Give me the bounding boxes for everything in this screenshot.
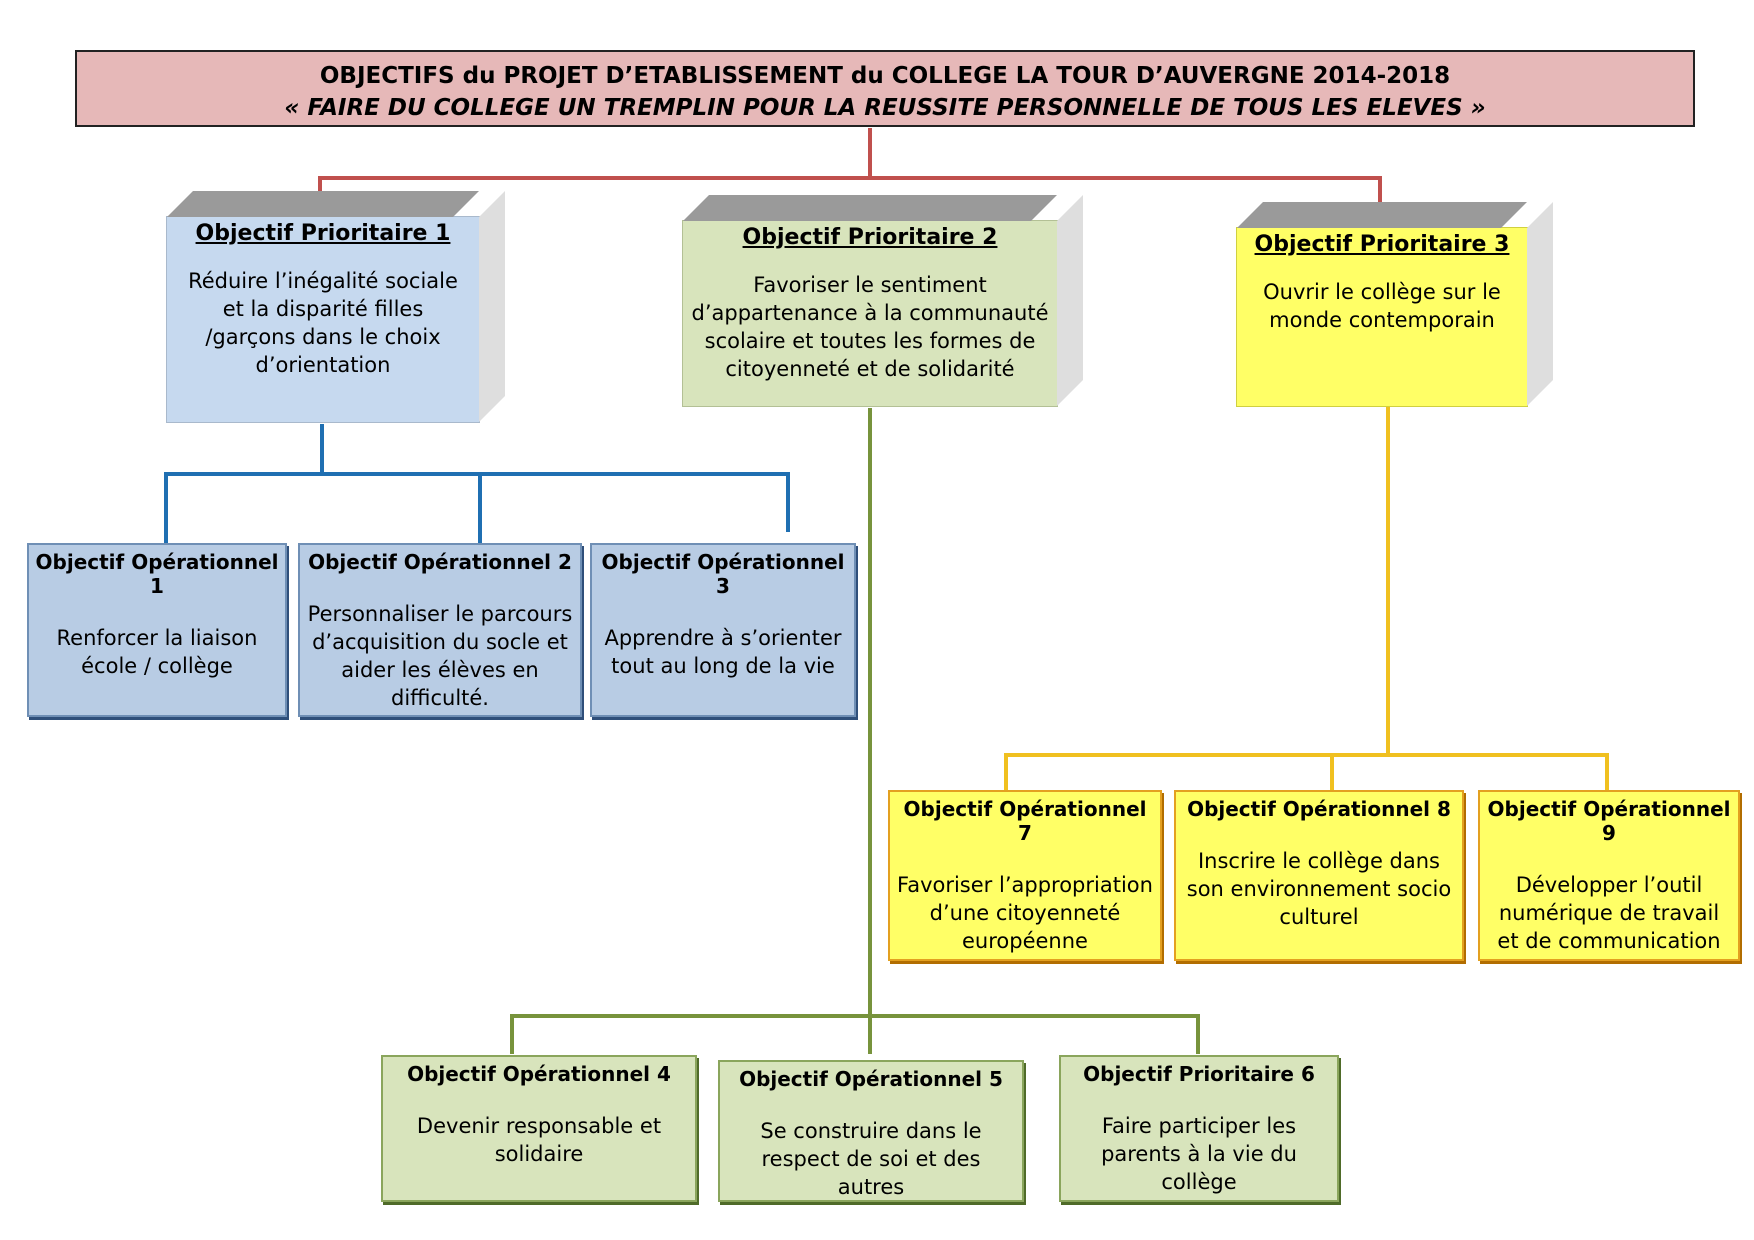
blue-branch-line xyxy=(164,472,790,543)
header-banner: OBJECTIFS du PROJET D’ETABLISSEMENT du C… xyxy=(75,50,1695,127)
operational-text: Apprendre à s’orienter tout au long de l… xyxy=(604,626,842,678)
box-3d-side xyxy=(1057,195,1083,406)
operational-text: Développer l’outil numérique de travail … xyxy=(1497,873,1721,953)
operational-box-6: Objectif Prioritaire 6 Faire participer … xyxy=(1059,1055,1339,1202)
priority-text: Réduire l’inégalité sociale et la dispar… xyxy=(188,269,458,377)
operational-text: Faire participer les parents à la vie du… xyxy=(1101,1114,1297,1194)
operational-box-7: Objectif Opérationnel 7 Favoriser l’appr… xyxy=(888,790,1162,961)
operational-title: Objectif Opérationnel 7 xyxy=(903,797,1147,845)
operational-title: Objectif Opérationnel 3 xyxy=(601,550,845,598)
operational-text: Se construire dans le respect de soi et … xyxy=(760,1119,982,1199)
priority-title: Objectif Prioritaire 1 xyxy=(195,221,451,246)
operational-box-8: Objectif Opérationnel 8 Inscrire le coll… xyxy=(1174,790,1464,961)
operational-box-9: Objectif Opérationnel 9 Développer l’out… xyxy=(1478,790,1740,961)
box-3d-side xyxy=(479,191,505,422)
page-title: OBJECTIFS du PROJET D’ETABLISSEMENT du C… xyxy=(319,63,1451,89)
priority-box-3: Objectif Prioritaire 3 Ouvrir le collège… xyxy=(1236,227,1528,407)
operational-box-3: Objectif Opérationnel 3 Apprendre à s’or… xyxy=(590,543,856,717)
operational-title: Objectif Opérationnel 5 xyxy=(739,1067,1003,1091)
priority-box-1: Objectif Prioritaire 1 Réduire l’inégali… xyxy=(166,216,480,423)
operational-text: Favoriser l’appropriation d’une citoyenn… xyxy=(897,873,1153,953)
operational-title: Objectif Opérationnel 2 xyxy=(308,550,572,574)
priority-box-2: Objectif Prioritaire 2 Favoriser le sent… xyxy=(682,220,1058,407)
operational-text: Devenir responsable et solidaire xyxy=(416,1114,662,1166)
operational-box-5: Objectif Opérationnel 5 Se construire da… xyxy=(718,1060,1024,1202)
box-3d-top xyxy=(683,195,1057,221)
priority-title: Objectif Prioritaire 2 xyxy=(742,225,998,250)
operational-text: Renforcer la liaison école / collège xyxy=(56,626,258,678)
page-subtitle: « FAIRE DU COLLEGE UN TREMPLIN POUR LA R… xyxy=(284,95,1486,121)
green-branch-line xyxy=(510,1014,1200,1054)
box-3d-side xyxy=(1527,202,1553,406)
operational-title: Objectif Opérationnel 4 xyxy=(407,1062,671,1086)
operational-title: Objectif Opérationnel 1 xyxy=(35,550,279,598)
operational-box-1: Objectif Opérationnel 1 Renforcer la lia… xyxy=(27,543,287,717)
operational-text: Inscrire le collège dans son environneme… xyxy=(1186,849,1452,929)
box-3d-top xyxy=(1237,202,1527,228)
priority-text: Ouvrir le collège sur le monde contempor… xyxy=(1263,280,1501,332)
operational-box-2: Objectif Opérationnel 2 Personnaliser le… xyxy=(298,543,582,717)
operational-title: Objectif Prioritaire 6 xyxy=(1083,1062,1315,1086)
operational-title: Objectif Opérationnel 8 xyxy=(1187,797,1451,821)
yellow-branch-line xyxy=(1004,753,1609,790)
operational-box-4: Objectif Opérationnel 4 Devenir responsa… xyxy=(381,1055,697,1202)
priority-text: Favoriser le sentiment d’appartenance à … xyxy=(691,273,1049,381)
priority-title: Objectif Prioritaire 3 xyxy=(1254,232,1510,257)
operational-title: Objectif Opérationnel 9 xyxy=(1487,797,1731,845)
box-3d-top xyxy=(167,191,479,217)
operational-text: Personnaliser le parcours d’acquisition … xyxy=(307,602,573,710)
